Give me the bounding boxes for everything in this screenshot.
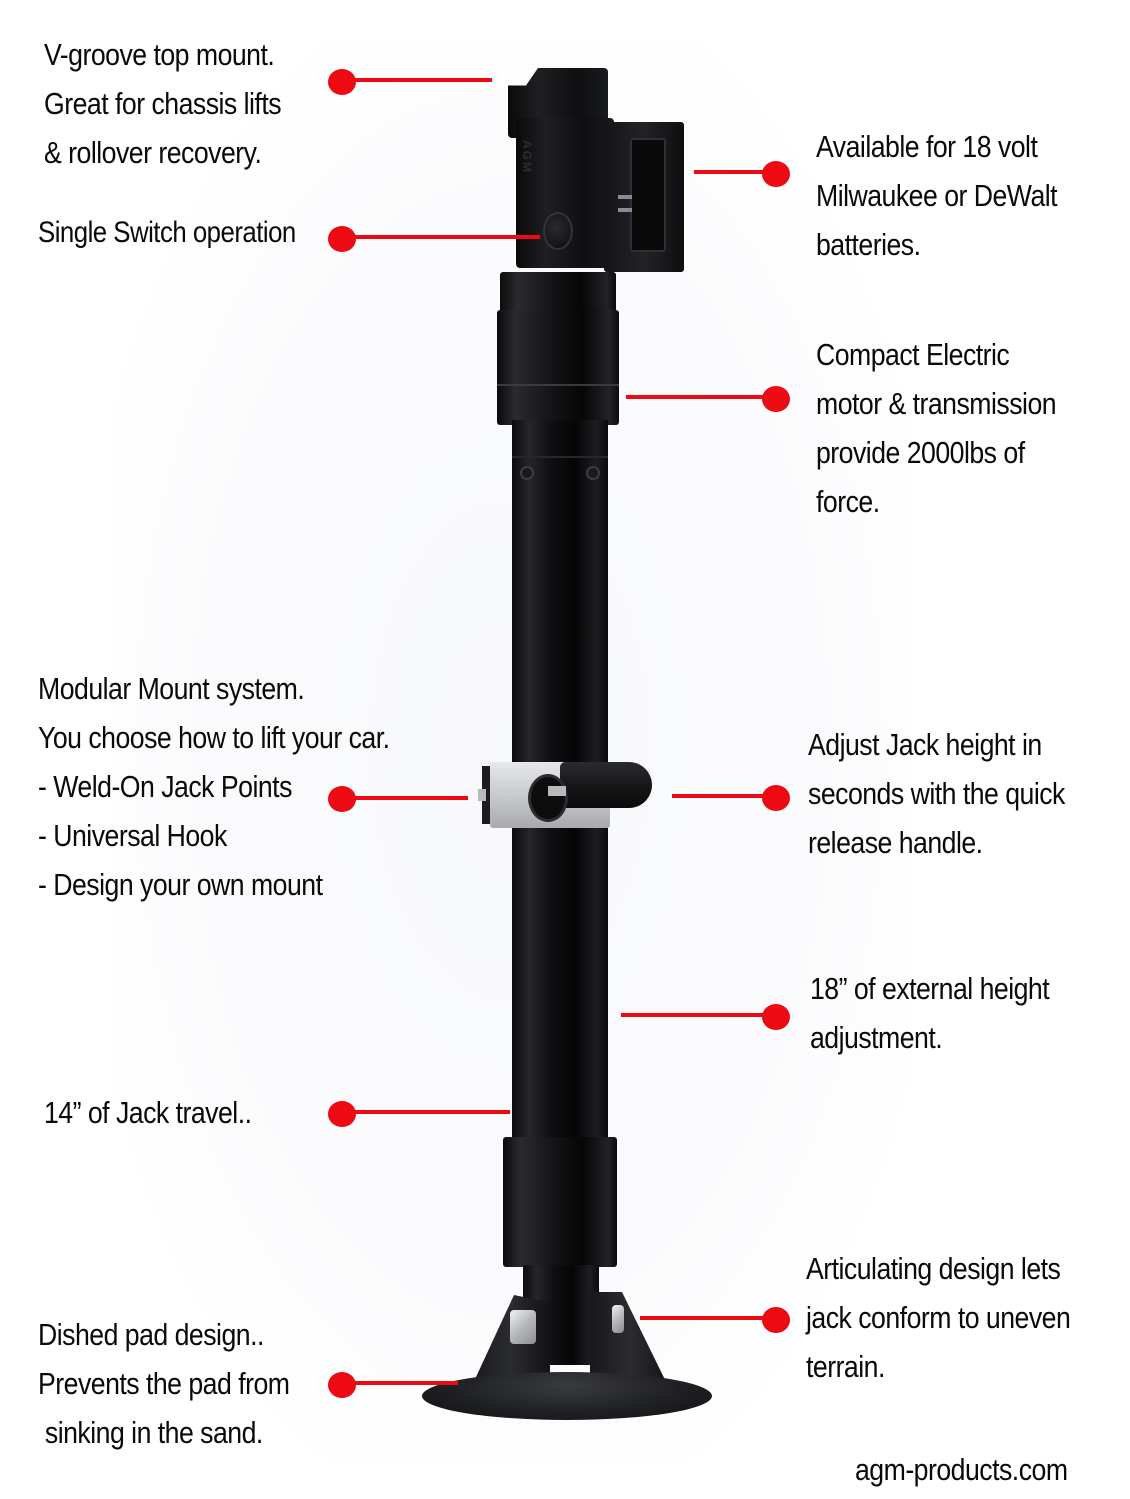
callout-dot <box>762 1307 790 1333</box>
lower-collar <box>503 1137 617 1267</box>
callout-articulating: Articulating design lets jack conform to… <box>806 1251 1071 1384</box>
callout-dished-pad: Dished pad design.. Prevents the pad fro… <box>38 1317 290 1450</box>
callout-dot <box>328 1101 356 1127</box>
cam-pin <box>548 786 566 796</box>
callout-dot <box>328 226 356 252</box>
callout-jack-travel: 14” of Jack travel.. <box>44 1095 252 1130</box>
motor-collar-upper <box>500 272 616 314</box>
clamp-bolt <box>478 789 486 801</box>
pivot-bolt-far <box>612 1305 624 1333</box>
handle-cam <box>528 774 568 822</box>
brand-mark-agm: AGM <box>520 140 534 174</box>
clamp-end-pad <box>482 766 492 824</box>
quick-release-handle[interactable] <box>560 762 652 808</box>
leader-line <box>350 796 468 800</box>
leader-line <box>626 395 766 399</box>
callout-dot <box>328 1372 356 1398</box>
leader-line <box>350 1381 458 1385</box>
callout-motor: Compact Electric motor & transmission pr… <box>816 337 1057 519</box>
callout-single-switch: Single Switch operation <box>38 216 296 249</box>
callout-dot <box>328 69 356 95</box>
callout-dot <box>762 386 790 412</box>
dished-foot-pad <box>422 1372 712 1420</box>
leader-line <box>694 170 774 174</box>
callout-dot <box>762 785 790 811</box>
callout-dot <box>762 1004 790 1030</box>
transmission-collar <box>497 310 619 425</box>
leader-line <box>350 1110 510 1114</box>
callout-modular-mount: Modular Mount system. You choose how to … <box>38 671 390 902</box>
callout-v-groove: V-groove top mount. Great for chassis li… <box>44 37 282 170</box>
leader-line <box>640 1316 770 1320</box>
battery-terminal <box>618 195 632 199</box>
pivot-bolt <box>510 1310 536 1344</box>
leader-line <box>672 794 772 798</box>
callout-dot <box>762 161 790 187</box>
leader-line <box>621 1013 771 1017</box>
callout-battery: Available for 18 volt Milwaukee or DeWal… <box>816 129 1058 262</box>
callout-quick-release: Adjust Jack height in seconds with the q… <box>808 727 1065 860</box>
leader-line <box>350 235 540 239</box>
callout-external-height: 18” of external height adjustment. <box>810 971 1050 1055</box>
power-switch-button[interactable] <box>543 212 573 250</box>
battery-terminal <box>618 208 632 212</box>
website-link[interactable]: agm-products.com <box>855 1452 1068 1487</box>
leader-line <box>350 78 492 82</box>
battery-slot <box>630 138 666 252</box>
